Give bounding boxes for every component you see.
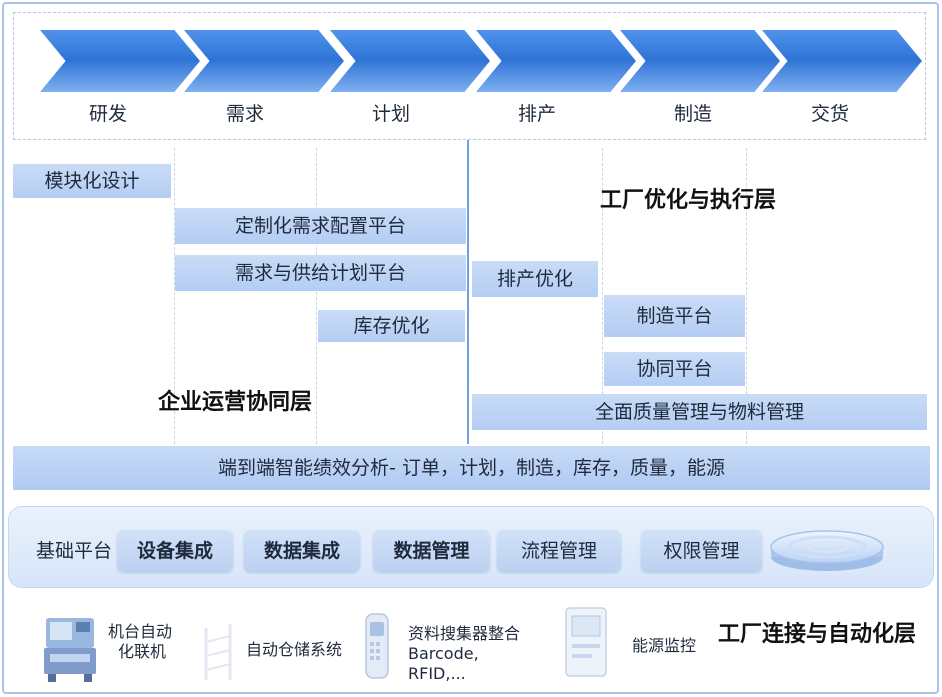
collector-label-line1: 资料搜集器整合 bbox=[408, 624, 521, 643]
demand-supply-plan-bar: 需求与供给计划平台 bbox=[175, 255, 466, 291]
inventory-optimization-bar: 库存优化 bbox=[318, 310, 465, 342]
chevron-research bbox=[40, 30, 200, 92]
machine-label-line2: 化联机 bbox=[118, 642, 167, 661]
step-label-demand: 需求 bbox=[225, 103, 264, 125]
module-data-management: 数据管理 bbox=[373, 530, 490, 572]
chevron-delivery bbox=[762, 30, 922, 92]
step-label-delivery: 交货 bbox=[810, 103, 849, 125]
step-label-scheduling: 排产 bbox=[517, 103, 556, 125]
module-device-integration: 设备集成 bbox=[117, 530, 233, 572]
module-process-management: 流程管理 bbox=[497, 530, 621, 572]
column-divider bbox=[174, 148, 175, 444]
machine-label-line1: 机台自动 bbox=[108, 622, 173, 641]
performance-analytics-bar: 端到端智能绩效分析- 订单，计划，制造，库存，质量，能源 bbox=[13, 446, 930, 490]
manufacturing-platform-bar: 制造平台 bbox=[604, 295, 745, 337]
collaboration-platform-bar: 协同平台 bbox=[604, 352, 745, 386]
module-data-integration: 数据集成 bbox=[244, 530, 360, 572]
chevron-manufacturing bbox=[620, 30, 780, 92]
factory-execution-layer-title: 工厂优化与执行层 bbox=[600, 188, 777, 213]
modular-design-bar: 模块化设计 bbox=[13, 164, 171, 198]
chevron-plan bbox=[330, 30, 490, 92]
enterprise-ops-layer-title: 企业运营协同层 bbox=[158, 390, 313, 415]
custom-config-platform-bar: 定制化需求配置平台 bbox=[175, 208, 466, 244]
scheduling-optimization-bar: 排产优化 bbox=[472, 261, 598, 297]
module-permission-management: 权限管理 bbox=[641, 530, 762, 572]
factory-connection-layer-title: 工厂连接与自动化层 bbox=[718, 622, 917, 647]
warehouse-label: 自动仓储系统 bbox=[246, 640, 343, 659]
step-label-plan: 计划 bbox=[371, 103, 410, 125]
column-divider bbox=[746, 148, 747, 444]
step-label-research: 研发 bbox=[88, 103, 127, 125]
column-divider bbox=[316, 148, 317, 444]
collector-label-line3: RFID,... bbox=[408, 664, 466, 683]
chevron-demand bbox=[184, 30, 344, 92]
warehouse-rack-icon bbox=[204, 624, 232, 680]
layer-divider bbox=[467, 140, 469, 444]
base-platform-label: 基础平台 bbox=[36, 540, 113, 562]
step-label-manufacturing: 制造 bbox=[673, 103, 712, 125]
collector-label-line2: Barcode, bbox=[408, 644, 479, 663]
energy-monitor-label: 能源监控 bbox=[632, 636, 697, 655]
quality-material-management-bar: 全面质量管理与物料管理 bbox=[472, 394, 927, 430]
process-flow: 研发 需求 计划 排产 制造 交货 bbox=[13, 12, 926, 140]
chevron-scheduling bbox=[476, 30, 636, 92]
column-divider bbox=[602, 148, 603, 444]
machine-icon bbox=[44, 618, 96, 682]
barcode-scanner-icon bbox=[365, 613, 389, 679]
energy-monitor-icon bbox=[565, 607, 607, 677]
database-disk-icon bbox=[770, 530, 884, 571]
